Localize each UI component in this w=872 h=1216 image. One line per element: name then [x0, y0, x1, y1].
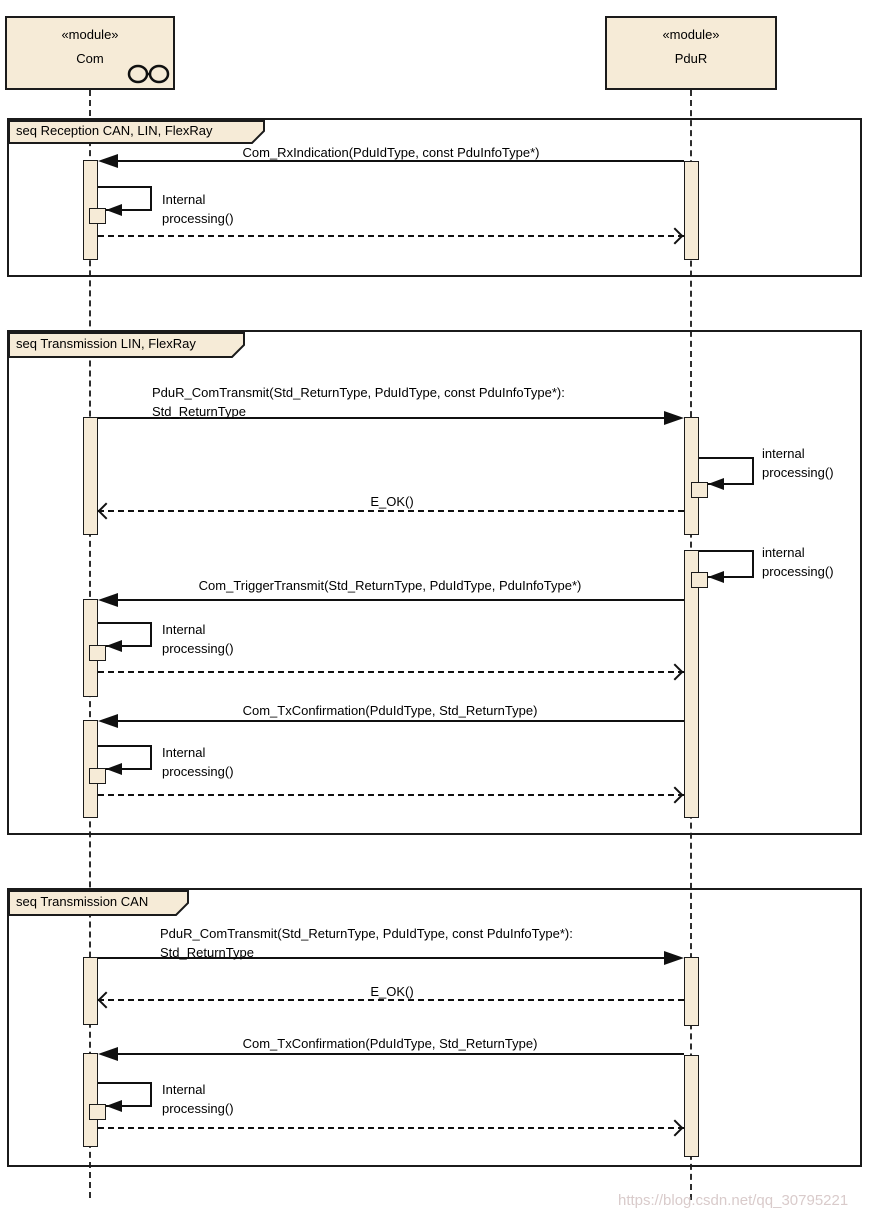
self-message-loop: [98, 745, 152, 770]
fragment-transmission-lin-flexray: [7, 330, 862, 835]
nested-activation: [89, 1104, 106, 1120]
message-label-pdur-com-transmit: PduR_ComTransmit(Std_ReturnType, PduIdTy…: [160, 926, 573, 960]
filled-arrowhead-icon: [708, 571, 724, 583]
return-message-line: [98, 671, 684, 673]
return-message-line-eok: [98, 999, 684, 1001]
stereotype-label: «module»: [61, 27, 119, 42]
message-line-tx-confirmation: [112, 720, 684, 722]
activation-bar-pdur: [684, 161, 699, 260]
filled-arrowhead-icon: [106, 763, 122, 775]
message-label-eok: E_OK(): [370, 984, 414, 999]
self-message-loop: [98, 1082, 152, 1107]
module-name: PduR: [674, 51, 708, 66]
fragment-label: seq Transmission CAN: [16, 894, 149, 909]
message-label-tx-confirmation: Com_TxConfirmation(PduIdType, Std_Return…: [242, 703, 538, 718]
filled-arrowhead-icon: [98, 593, 118, 607]
return-message-line: [98, 235, 684, 237]
filled-arrowhead-icon: [98, 714, 118, 728]
message-label-tx-confirmation: Com_TxConfirmation(PduIdType, Std_Return…: [242, 1036, 538, 1051]
message-label-internal-processing: Internal processing(): [162, 192, 234, 226]
filled-arrowhead-icon: [708, 478, 724, 490]
activation-bar-com: [83, 957, 98, 1025]
message-label-internal-processing: Internal processing(): [162, 745, 234, 779]
self-message-loop: [699, 550, 754, 578]
message-label-internal-processing: internal processing(): [762, 545, 834, 579]
self-message-loop: [699, 457, 754, 485]
watermark-text: https://blog.csdn.net/qq_30795221: [618, 1192, 849, 1209]
nested-activation: [89, 768, 106, 784]
filled-arrowhead-icon: [106, 640, 122, 652]
nested-activation: [691, 482, 708, 498]
message-label-internal-processing: internal processing(): [762, 446, 834, 480]
component-icon: [127, 64, 170, 84]
fragment-reception: [7, 118, 862, 277]
com-module-head: «module» Com: [5, 16, 175, 90]
filled-arrowhead-icon: [664, 411, 684, 425]
message-label-eok: E_OK(): [370, 494, 414, 509]
activation-bar-com: [83, 417, 98, 535]
filled-arrowhead-icon: [664, 951, 684, 965]
message-line-rx-indication: [112, 160, 684, 162]
message-label-internal-processing: Internal processing(): [162, 1082, 234, 1116]
module-name: Com: [76, 51, 104, 66]
pdur-module-head: «module» PduR: [605, 16, 777, 90]
self-message-loop: [98, 622, 152, 647]
return-message-line: [98, 1127, 684, 1129]
filled-arrowhead-icon: [106, 1100, 122, 1112]
self-message-loop: [98, 186, 152, 211]
fragment-label: seq Transmission LIN, FlexRay: [16, 336, 196, 351]
nested-activation: [89, 208, 106, 224]
message-label-pdur-com-transmit: PduR_ComTransmit(Std_ReturnType, PduIdTy…: [152, 385, 565, 419]
activation-bar-pdur: [684, 1055, 699, 1157]
fragment-transmission-can: [7, 888, 862, 1167]
activation-bar-com: [83, 1053, 98, 1147]
message-label-internal-processing: Internal processing(): [162, 622, 234, 656]
stereotype-label: «module»: [662, 27, 720, 42]
message-label-rx-indication: Com_RxIndication(PduIdType, const PduInf…: [242, 145, 540, 160]
filled-arrowhead-icon: [106, 204, 122, 216]
message-line-tx-confirmation: [112, 1053, 684, 1055]
message-line-pdur-com-transmit: [98, 957, 664, 959]
message-label-trigger-transmit: Com_TriggerTransmit(Std_ReturnType, PduI…: [198, 578, 582, 593]
message-line-trigger-transmit: [112, 599, 684, 601]
filled-arrowhead-icon: [98, 154, 118, 168]
fragment-label: seq Reception CAN, LIN, FlexRay: [16, 123, 213, 138]
fragment-tab: [9, 890, 189, 916]
message-line-pdur-com-transmit: [98, 417, 664, 419]
filled-arrowhead-icon: [98, 1047, 118, 1061]
nested-activation: [691, 572, 708, 588]
nested-activation: [89, 645, 106, 661]
return-message-line-eok: [98, 510, 684, 512]
fragment-tab: [9, 120, 265, 144]
activation-bar-pdur: [684, 957, 699, 1026]
activation-bar-pdur: [684, 550, 699, 818]
return-message-line: [98, 794, 684, 796]
activation-bar-pdur: [684, 417, 699, 535]
fragment-tab: [9, 332, 245, 358]
